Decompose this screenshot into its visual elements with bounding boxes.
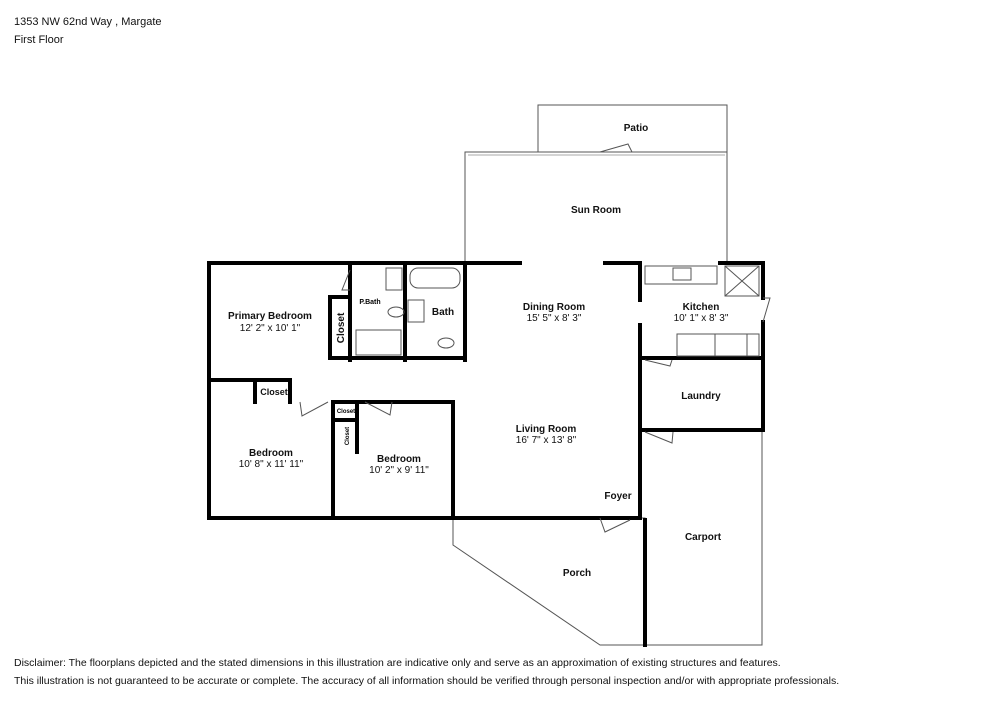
- room-label-dining-room: Dining Room: [523, 302, 585, 313]
- room-label-carport: Carport: [685, 532, 722, 543]
- room-dims-bedroom: 10' 8" x 11' 11": [239, 459, 304, 470]
- bathtub-icon: [409, 267, 461, 289]
- toilet-icon: [387, 306, 405, 318]
- door: [644, 431, 674, 444]
- room-label-patio: Patio: [624, 123, 648, 134]
- room-dims-dining-room: 15' 5" x 8' 3": [527, 313, 582, 324]
- room-dims-bedroom: 10' 2" x 9' 11": [369, 465, 429, 476]
- door: [364, 401, 393, 416]
- room-label-laundry: Laundry: [681, 391, 721, 402]
- room-label-sun-room: Sun Room: [571, 205, 621, 216]
- room-label-kitchen: Kitchen: [683, 302, 720, 313]
- floor-label: First Floor: [14, 34, 64, 46]
- room-dims-kitchen: 10' 1" x 8' 3": [674, 313, 729, 324]
- room-label-bedroom: Bedroom: [249, 448, 293, 459]
- door: [644, 359, 673, 367]
- room-label-closet: Closet: [337, 409, 355, 415]
- disclaimer-line-2: This illustration is not guaranteed to b…: [14, 675, 840, 687]
- room-label-primary-bedroom: Primary Bedroom: [228, 311, 312, 322]
- kitchen-counter: [644, 265, 718, 285]
- refrigerator-icon: [724, 265, 760, 297]
- room-dims-living-room: 16' 7" x 13' 8": [516, 435, 577, 446]
- stove-icon: [714, 333, 748, 357]
- door: [599, 143, 633, 153]
- fixtures: [355, 265, 760, 357]
- outdoor-outlines: [452, 104, 763, 646]
- sink-icon: [385, 267, 403, 291]
- toilet-icon: [437, 337, 455, 349]
- room-label-living-room: Living Room: [516, 424, 577, 435]
- shower-icon: [355, 329, 402, 356]
- room-dims-primary-bedroom: 12' 2" x 10' 1": [240, 323, 301, 334]
- sink-icon: [407, 299, 425, 323]
- doors: [299, 143, 771, 533]
- room-label-foyer: Foyer: [604, 491, 631, 502]
- address: 1353 NW 62nd Way , Margate: [14, 16, 162, 28]
- walls: [207, 261, 765, 647]
- room-label-closet: Closet: [336, 312, 347, 343]
- door: [599, 517, 631, 533]
- door: [299, 401, 329, 417]
- room-label-bath: Bath: [432, 307, 454, 318]
- room-label-porch: Porch: [563, 568, 591, 579]
- room-label-p-bath: P.Bath: [359, 299, 380, 306]
- kitchen-sink-icon: [672, 267, 692, 281]
- room-label-closet: Closet: [260, 387, 288, 397]
- room-label-closet: Closet: [345, 427, 351, 445]
- disclaimer-line-1: Disclaimer: The floorplans depicted and …: [14, 657, 781, 669]
- room-label-bedroom: Bedroom: [377, 454, 421, 465]
- door: [341, 269, 351, 291]
- door: [762, 297, 771, 323]
